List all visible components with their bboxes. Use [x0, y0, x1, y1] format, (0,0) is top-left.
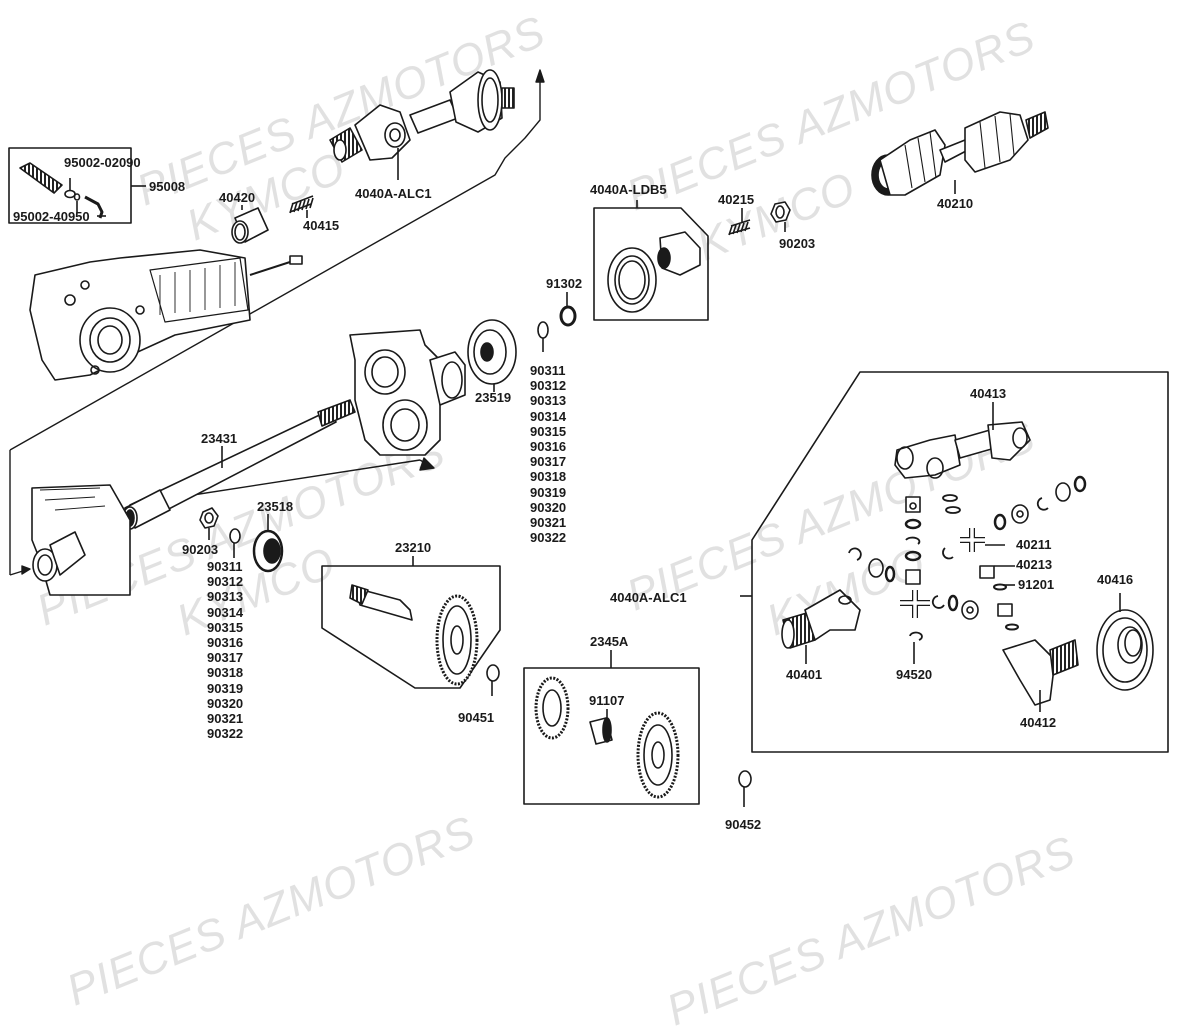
cv-shaft-40210-icon	[871, 111, 1049, 196]
part-label[interactable]: 90315	[530, 423, 567, 439]
part-label[interactable]: 90316	[530, 439, 567, 455]
part-label[interactable]: 95002-40950	[13, 209, 90, 224]
part-label[interactable]: 90312	[530, 378, 567, 394]
washer-90452-icon	[738, 770, 752, 788]
shim-list-left: 90311 90312 90313 90314 90315 90316 9031…	[207, 559, 243, 741]
parts-diagram: PIECES AZMOTORS KYMCO PIECES AZMOTORS KY…	[8, 7, 1169, 1035]
part-label[interactable]: 95008	[149, 179, 186, 194]
part-label[interactable]: 90314	[530, 408, 567, 424]
part-label[interactable]: 40420	[219, 190, 256, 205]
part-label[interactable]: 40416	[1097, 572, 1134, 587]
seal-40416-icon	[1096, 609, 1154, 691]
kit-4040A-ALC1-box	[740, 371, 1169, 753]
propeller-shaft-top-icon	[329, 69, 515, 163]
spring-40215-icon	[728, 219, 751, 236]
part-label[interactable]: 90313	[530, 393, 567, 409]
part-label[interactable]: 40415	[303, 218, 340, 233]
part-label[interactable]: 90318	[207, 665, 244, 681]
needle-bearings-icon	[848, 475, 1087, 631]
part-label[interactable]: 23431	[201, 431, 238, 446]
universal-joint-spider-icon	[900, 528, 985, 618]
part-label[interactable]: 91302	[546, 276, 583, 291]
part-label[interactable]: 90321	[530, 515, 567, 531]
yoke-40412-icon	[1002, 639, 1079, 706]
circlip-94520-icon	[909, 631, 923, 641]
part-label[interactable]: 40413	[970, 386, 1007, 401]
part-label[interactable]: 90321	[207, 711, 244, 727]
part-label[interactable]: 40215	[718, 192, 755, 207]
part-label[interactable]: 90203	[779, 236, 816, 251]
part-label[interactable]: 90311	[530, 363, 566, 378]
bearing-23518-icon	[252, 529, 284, 573]
part-label[interactable]: 90203	[182, 542, 219, 557]
part-label[interactable]: 90322	[530, 530, 567, 546]
shaft-40413-icon	[894, 421, 1031, 479]
part-label[interactable]: 23519	[475, 390, 512, 405]
nut-90203-icon	[770, 201, 791, 223]
part-label[interactable]: 40412	[1020, 715, 1057, 730]
shim-list-center: 90311 90312 90313 90314 90315 90316 9031…	[530, 363, 566, 545]
kit-23210-box	[321, 556, 501, 689]
part-label[interactable]: 40213	[1016, 557, 1053, 572]
part-label[interactable]: 90451	[458, 710, 495, 725]
part-label[interactable]: 2345A	[590, 634, 629, 649]
part-label[interactable]: 4040A-ALC1	[355, 186, 432, 201]
washer-90311-left-icon	[229, 528, 241, 544]
part-label[interactable]: 90319	[530, 484, 567, 500]
part-label[interactable]: 40401	[786, 667, 823, 682]
part-label[interactable]: 90313	[207, 589, 244, 605]
transmission-housing-lower-icon	[31, 484, 131, 596]
part-label[interactable]: 90320	[530, 499, 567, 515]
cover-23519-icon	[467, 319, 517, 385]
part-label[interactable]: 90312	[207, 574, 244, 590]
part-label[interactable]: 40211	[1016, 537, 1052, 552]
case-cover-icon	[349, 329, 466, 456]
diagram-drawing	[8, 69, 1169, 807]
part-label[interactable]: 23518	[257, 499, 294, 514]
part-label[interactable]: 40210	[937, 196, 974, 211]
part-label[interactable]: 4040A-ALC1	[610, 590, 687, 605]
part-label[interactable]: 23210	[395, 540, 432, 555]
part-label[interactable]: 91201	[1018, 577, 1055, 592]
kit-2345A-box	[523, 650, 700, 805]
part-label[interactable]: 90311	[207, 559, 243, 574]
part-label[interactable]: 91107	[589, 693, 625, 708]
kit-4040A-LDB5-box	[593, 200, 709, 321]
part-label[interactable]: 90322	[207, 726, 244, 742]
spring-40415-icon	[289, 195, 314, 214]
assembly-boundary	[9, 69, 545, 576]
part-label[interactable]: 90452	[725, 817, 762, 832]
part-label[interactable]: 90316	[207, 635, 244, 651]
shaft-23431-icon	[122, 399, 356, 530]
part-label[interactable]: 90314	[207, 604, 244, 620]
boot-40420-icon	[231, 207, 269, 244]
part-label[interactable]: 90319	[207, 680, 244, 696]
nut-90203-left-icon	[199, 507, 219, 529]
boot-icon	[19, 162, 106, 219]
washer-90451-icon	[486, 664, 500, 682]
part-label[interactable]: 90318	[530, 469, 567, 485]
part-label[interactable]: 4040A-LDB5	[590, 182, 667, 197]
seal-91302-icon	[559, 305, 577, 327]
part-label[interactable]: 95002-02090	[64, 155, 141, 170]
part-label[interactable]: 90315	[207, 619, 244, 635]
part-label[interactable]: 90320	[207, 695, 244, 711]
yoke-40401-icon	[781, 589, 861, 649]
part-label[interactable]: 90317	[530, 454, 567, 470]
washer-90311-icon	[537, 321, 549, 339]
transmission-housing-icon	[29, 249, 303, 381]
part-label[interactable]: 94520	[896, 667, 933, 682]
part-label[interactable]: 90317	[207, 650, 244, 666]
